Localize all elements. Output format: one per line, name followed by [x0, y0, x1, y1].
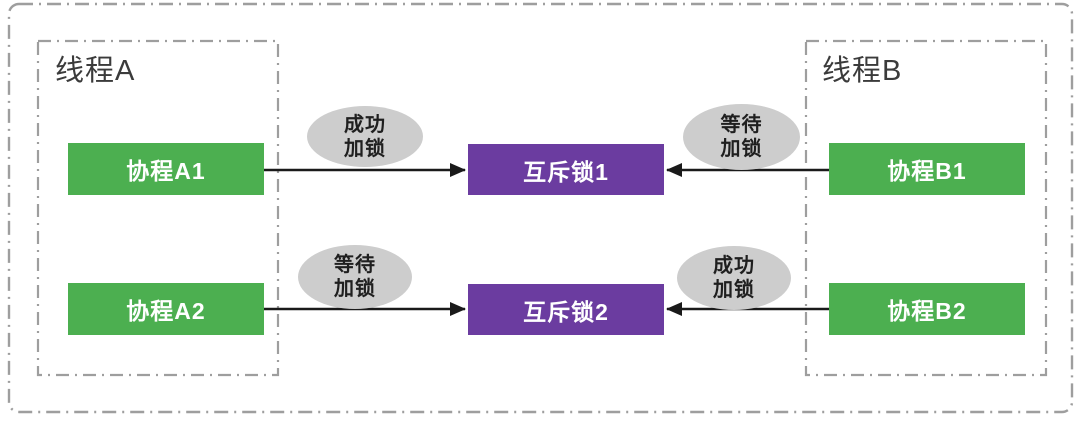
mutex-1-box: 互斥锁1: [468, 144, 664, 195]
annotation-acquired-lock-b2: 成功 加锁: [677, 246, 791, 310]
mutex-2-box: 互斥锁2: [468, 284, 664, 335]
coroutine-a2-box: 协程A2: [68, 283, 264, 335]
annotation-acquired-lock-a1: 成功 加锁: [307, 106, 423, 167]
coroutine-b2-box: 协程B2: [829, 283, 1025, 335]
outer-boundary-box: [7, 2, 1074, 414]
annotation-waiting-lock-a2: 等待 加锁: [298, 245, 412, 309]
coroutine-b1-box: 协程B1: [829, 143, 1025, 195]
thread-b-label: 线程B: [822, 55, 903, 87]
coroutine-a1-box: 协程A1: [68, 143, 264, 195]
annotation-waiting-lock-b1: 等待 加锁: [683, 104, 800, 170]
thread-b-box: [804, 39, 1048, 377]
thread-a-label: 线程A: [55, 55, 136, 87]
thread-a-box: [36, 39, 280, 377]
